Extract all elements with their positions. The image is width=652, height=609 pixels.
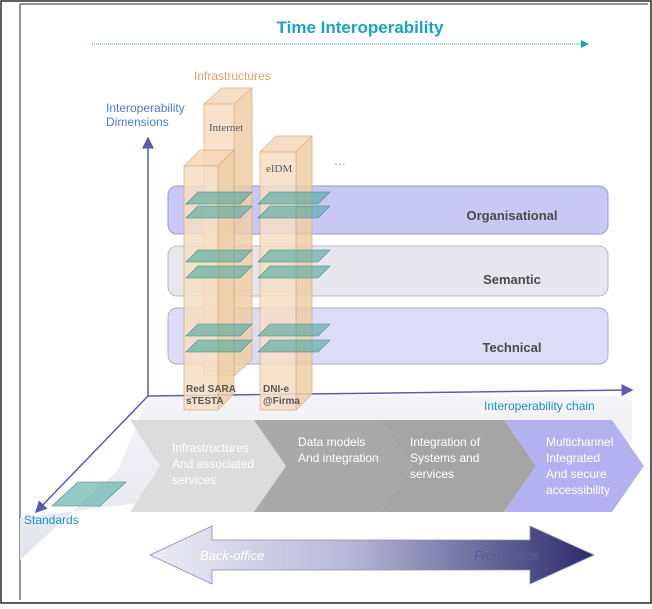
chain-step-3: Integration of Systems and services (380, 420, 536, 512)
plane-tile (185, 249, 253, 263)
pillar-eidm-label: eIDM (266, 163, 292, 175)
plane-tiles (185, 191, 331, 353)
plane-tile (257, 191, 331, 205)
dimension-label-organisational: Organisational (466, 208, 557, 223)
pillar-internet-label: Internet (209, 122, 243, 134)
y-axis-label-line2: Dimensions (106, 115, 169, 129)
y-axis-label-line1: Interoperability (106, 101, 185, 115)
plane-tile (185, 323, 253, 337)
chain-step-4-line4: accessibility (546, 483, 610, 497)
chain-step-2-line1: Data models (298, 435, 365, 449)
ellipsis: ... (334, 152, 346, 168)
pillar-dnie-label-line1: DNI-e (263, 384, 290, 395)
infrastructures-label: Infrastructures (194, 69, 271, 83)
office-double-arrow (149, 525, 595, 585)
plane-tile (185, 205, 253, 219)
chain-step-1-line3: services (172, 473, 216, 487)
chain-step-4-line1: Multichannel (546, 435, 613, 449)
plane-tile (257, 249, 331, 263)
pillar-red-sara-label-line2: sTESTA (186, 396, 224, 407)
chain-step-1-line1: Infrastructures (172, 441, 249, 455)
pillar-dnie-label-line2: @Firma (263, 396, 300, 407)
chain-step-4-line2: Integrated (546, 451, 600, 465)
chain-step-2-line2: And integration (298, 451, 379, 465)
standards-label: Standards (24, 513, 79, 527)
dimension-label-technical: Technical (482, 340, 541, 355)
plane-tile (185, 191, 253, 205)
back-office-label: Back-office (200, 548, 264, 563)
title: Time Interoperability (277, 18, 444, 37)
pillar-red-sara-label-line1: Red SARA (186, 384, 236, 395)
chain-step-3-line2: Systems and (410, 451, 479, 465)
plane-tile (257, 323, 331, 337)
chain-step-1: Infrastructures And associated services (130, 420, 286, 512)
x-axis-label: Interoperability chain (484, 399, 595, 413)
front-office-label: Front-office (474, 548, 540, 563)
chain-step-4-line3: And secure (546, 467, 607, 481)
standards-tile (51, 481, 127, 507)
z-axis (34, 395, 149, 514)
pillar-red-sara: Red SARA sTESTA (183, 149, 236, 411)
plane-tile (257, 205, 331, 219)
plane-tile (185, 265, 253, 279)
dimension-label-semantic: Semantic (483, 272, 541, 287)
plane-tile (185, 339, 253, 353)
plane-tile (257, 339, 331, 353)
chain-step-2: Data models And integration (254, 420, 412, 512)
chain-step-3-line3: services (410, 467, 454, 481)
chain-step-3-line1: Integration of (410, 435, 481, 449)
plane-tile (257, 265, 331, 279)
chain-step-4: Multichannel Integrated And secure acces… (504, 420, 644, 512)
chain-step-1-line2: And associated (172, 457, 254, 471)
